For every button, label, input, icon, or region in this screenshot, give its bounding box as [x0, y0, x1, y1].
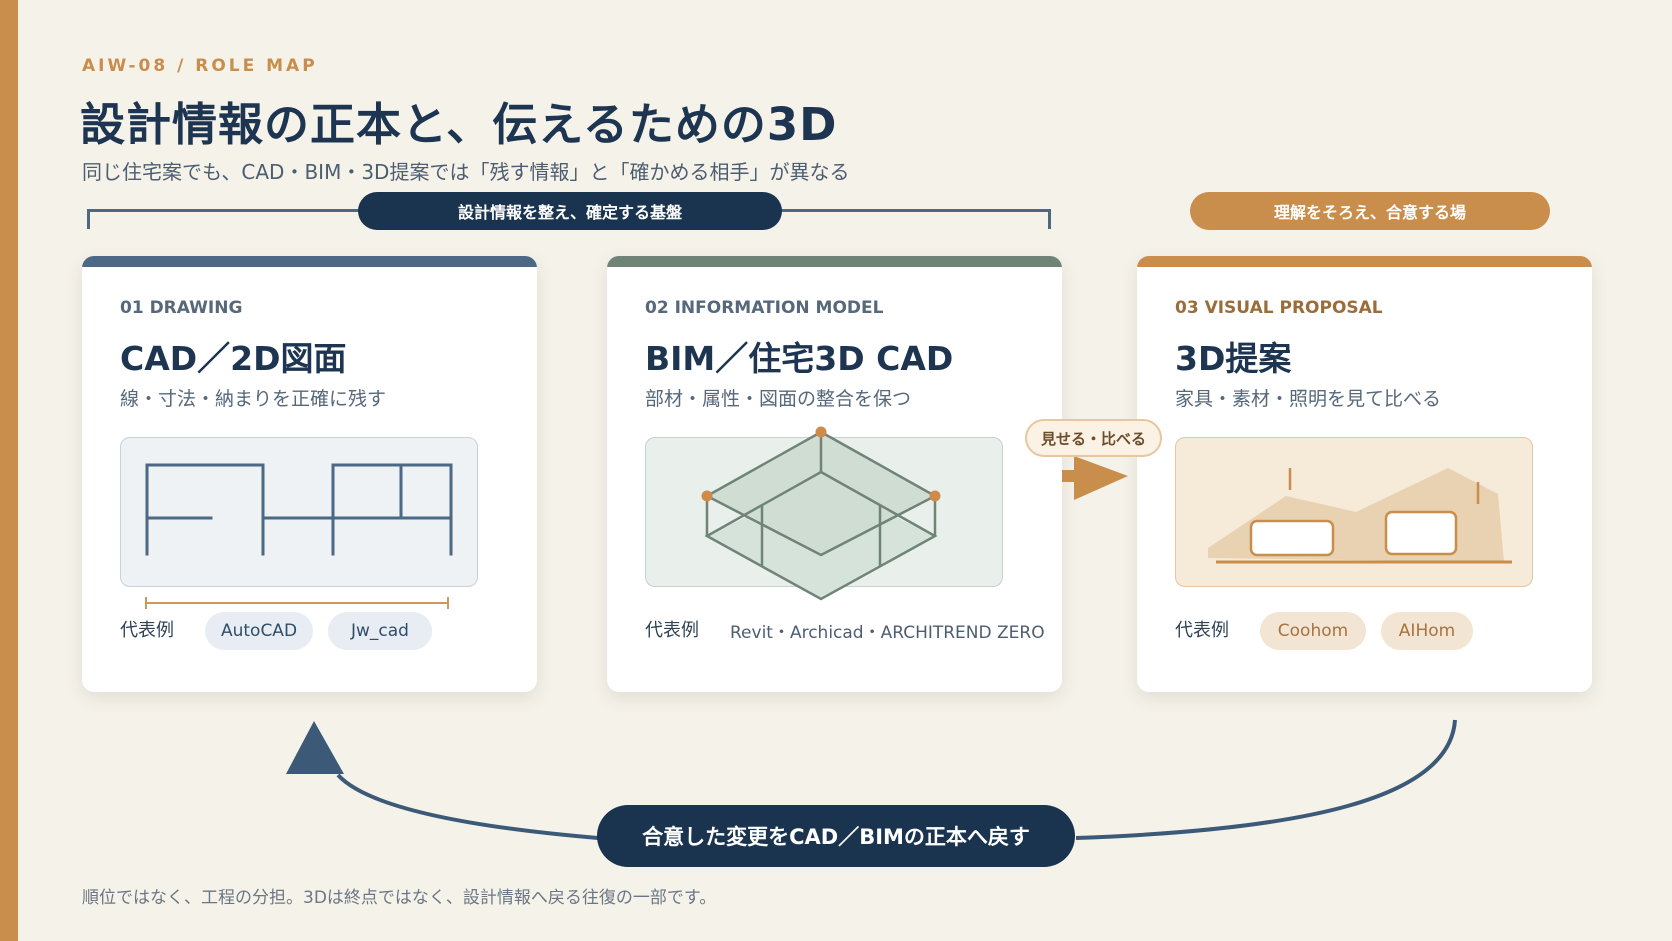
footnote: 順位ではなく、工程の分担。3Dは終点ではなく、設計情報へ戻る往復の一部です。	[82, 888, 717, 908]
room-render-illustration	[1175, 437, 1533, 587]
foundation-group-label: 設計情報を整え、確定する基盤	[358, 192, 782, 230]
arrow-right-icon	[1062, 456, 1128, 500]
card-drawing: 01 DRAWING CAD／2D図面 線・寸法・納まりを正確に残す 代表例 A…	[82, 256, 537, 692]
dimension-line-icon	[145, 597, 449, 609]
example-chip-coohom: Coohom	[1260, 612, 1366, 650]
card-accent-bar	[1137, 256, 1592, 267]
page-subtitle: 同じ住宅案でも、CAD・BIM・3D提案では「残す情報」と「確かめる相手」が異な…	[82, 160, 850, 184]
example-chip-autocad: AutoCAD	[205, 612, 313, 650]
examples-label: 代表例	[1175, 620, 1229, 641]
card-kicker: 03 VISUAL PROPOSAL	[1175, 298, 1383, 318]
left-accent-bar	[0, 0, 18, 941]
connector-label: 見せる・比べる	[1025, 419, 1162, 457]
examples-label: 代表例	[120, 620, 174, 641]
card-kicker: 02 INFORMATION MODEL	[645, 298, 884, 318]
eyebrow-label: AIW-08 / ROLE MAP	[82, 56, 318, 76]
examples-text: Revit・Archicad・ARCHITREND ZERO	[730, 623, 1045, 643]
card-title: BIM／住宅3D CAD	[645, 339, 954, 378]
card-description: 家具・素材・照明を見て比べる	[1175, 388, 1442, 410]
card-title: 3D提案	[1175, 339, 1292, 378]
card-kicker: 01 DRAWING	[120, 298, 243, 318]
examples-label: 代表例	[645, 620, 699, 641]
floor-plan-illustration	[120, 437, 478, 587]
example-chip-jwcad: Jw_cad	[328, 612, 432, 650]
card-accent-bar	[607, 256, 1062, 267]
page-title: 設計情報の正本と、伝えるための3D	[80, 98, 838, 151]
card-accent-bar	[82, 256, 537, 267]
card-title: CAD／2D図面	[120, 339, 347, 378]
card-visual-proposal: 03 VISUAL PROPOSAL 3D提案 家具・素材・照明を見て比べる 代…	[1137, 256, 1592, 692]
card-description: 線・寸法・納まりを正確に残す	[120, 388, 387, 410]
loop-label: 合意した変更をCAD／BIMの正本へ戻す	[597, 805, 1075, 867]
agreement-group-label: 理解をそろえ、合意する場	[1190, 192, 1550, 230]
example-chip-aihom: AIHom	[1381, 612, 1473, 650]
arrow-up-icon	[286, 721, 344, 774]
card-description: 部材・属性・図面の整合を保つ	[645, 388, 912, 410]
